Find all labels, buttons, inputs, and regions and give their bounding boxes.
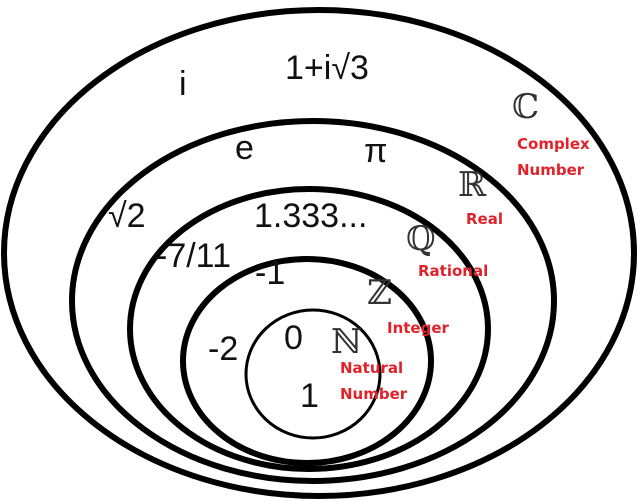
- rational-sample-minus-7-over-11: -7/11: [156, 237, 231, 275]
- rational-sample-1-333: 1.333...: [254, 197, 367, 235]
- natural-set-label-line-1: Natural: [340, 359, 403, 377]
- real-sample-pi: π: [364, 132, 387, 170]
- integer-sample-minus-1: -1: [255, 254, 285, 292]
- complex-set-boundary: [1, 7, 637, 499]
- rational-set-label: Rational: [418, 262, 488, 280]
- real-sample-e: e: [235, 129, 254, 167]
- real-sample-root-2: √2: [108, 197, 146, 235]
- rational-set-boundary: [127, 186, 491, 472]
- real-set-symbol: ℝ: [458, 165, 487, 205]
- complex-set-label-line-2: Number: [517, 161, 585, 179]
- rational-set-symbol: ℚ: [406, 219, 436, 259]
- natural-set-label-line-2: Number: [340, 385, 408, 403]
- real-set-label: Real: [466, 210, 503, 228]
- complex-set-label-line-1: Complex: [517, 135, 590, 153]
- integer-set-label: Integer: [387, 319, 450, 337]
- integer-set-boundary: [180, 256, 434, 466]
- integer-sample-minus-2: -2: [208, 330, 238, 368]
- integer-set-symbol: ℤ: [367, 273, 392, 313]
- complex-sample-1-plus-i-root-3: 1+i√3: [285, 49, 369, 87]
- natural-sample-0: 0: [284, 319, 303, 357]
- natural-sample-1: 1: [300, 377, 319, 415]
- natural-set-symbol: ℕ: [331, 322, 362, 362]
- complex-set-symbol: ℂ: [512, 87, 539, 127]
- natural-set-boundary: [244, 308, 382, 440]
- real-set-boundary: [69, 118, 557, 484]
- complex-sample-i: i: [179, 65, 187, 103]
